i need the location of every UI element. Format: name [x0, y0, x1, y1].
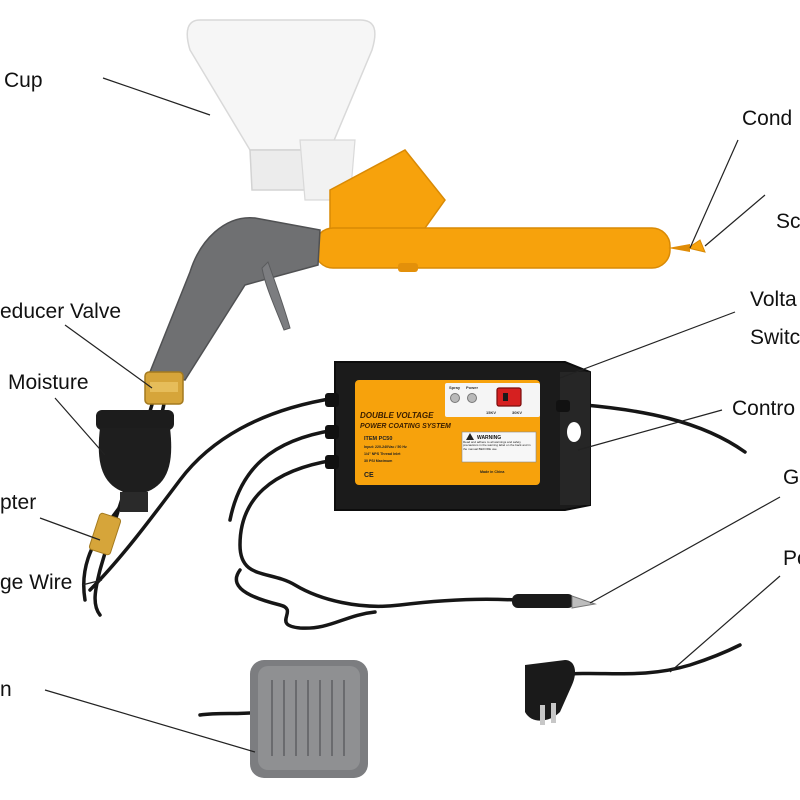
label-voltage-switch-1: Volta — [750, 288, 797, 311]
label-ground: G — [783, 466, 800, 489]
led-2 — [467, 393, 477, 403]
leader-voltage-switch — [559, 311, 736, 379]
label-voltage-switch-2: Switc — [750, 326, 800, 349]
box-made-in: Made in China — [480, 470, 505, 474]
voltage-switch[interactable] — [496, 387, 522, 407]
warning-icon — [466, 433, 474, 440]
kv1-label: 15KV — [486, 410, 496, 415]
leader-adapter — [39, 517, 101, 541]
box-ce: CE — [364, 472, 374, 479]
box-item: ITEM PC50 — [364, 436, 392, 442]
spray-gun — [144, 149, 706, 405]
box-title-1: DOUBLE VOLTAGE — [360, 411, 434, 420]
label-moisture: Moisture — [8, 371, 89, 394]
led-1 — [450, 393, 460, 403]
gun-barrel — [314, 227, 671, 269]
leader-cup — [102, 77, 211, 116]
hopper-cup — [186, 19, 376, 201]
label-control: Contro — [732, 397, 796, 420]
box-title-2: POWER COATING SYSTEM — [360, 423, 451, 430]
cable-to-box-2 — [228, 428, 337, 522]
label-voltage-wire: ge Wire — [0, 571, 73, 594]
label-sc: Sc — [776, 210, 800, 233]
control-box: Spray Power 15KV 30KV DOUBLE VOLTAGE POW… — [325, 361, 591, 511]
led2-label: Power — [466, 385, 478, 390]
leader-wire — [81, 579, 103, 586]
kv2-label: 30KV — [512, 410, 522, 415]
warning-text: Read and adhere to all warnings and safe… — [463, 441, 531, 451]
gun-handle — [148, 217, 321, 381]
conductor-needle — [686, 239, 706, 253]
leader-conductor — [689, 139, 739, 249]
label-reducer-valve: educer Valve — [0, 300, 122, 323]
leader-reducer — [64, 324, 153, 389]
box-spec-3: 30 PSI Maximum — [364, 459, 392, 463]
adapter-brass — [88, 512, 122, 556]
label-conductor: Cond — [742, 107, 793, 130]
label-cup: Cup — [4, 69, 43, 92]
leader-pedal — [44, 689, 256, 753]
foot-pedal — [250, 660, 368, 778]
gun-trigger — [261, 261, 291, 331]
leader-moisture — [54, 397, 106, 456]
label-adapter: pter — [0, 491, 37, 514]
warning-title: WARNING — [477, 435, 501, 441]
box-spec-2: 1/4" NPS Thread Inlet — [364, 452, 401, 456]
power-plug — [525, 660, 576, 725]
leader-ground — [589, 496, 781, 604]
moisture-trap — [88, 410, 174, 556]
leader-power — [669, 575, 781, 673]
led1-label: Spray — [449, 385, 461, 390]
ground-wire-coils — [234, 568, 377, 630]
leader-control — [577, 409, 723, 451]
box-spec-1: Input: 220-240Vac / 50 Hz — [364, 445, 407, 449]
ground-clip — [512, 594, 597, 609]
power-cord-plug — [558, 643, 742, 677]
leader-lines — [39, 77, 781, 753]
label-power: Po — [783, 547, 800, 570]
nozzle-tip — [668, 244, 690, 252]
ground-wire — [238, 458, 517, 609]
power-cord — [583, 403, 747, 454]
cable-to-box-1 — [88, 396, 337, 592]
leader-sc — [704, 194, 766, 247]
label-pedal: n — [0, 678, 12, 701]
